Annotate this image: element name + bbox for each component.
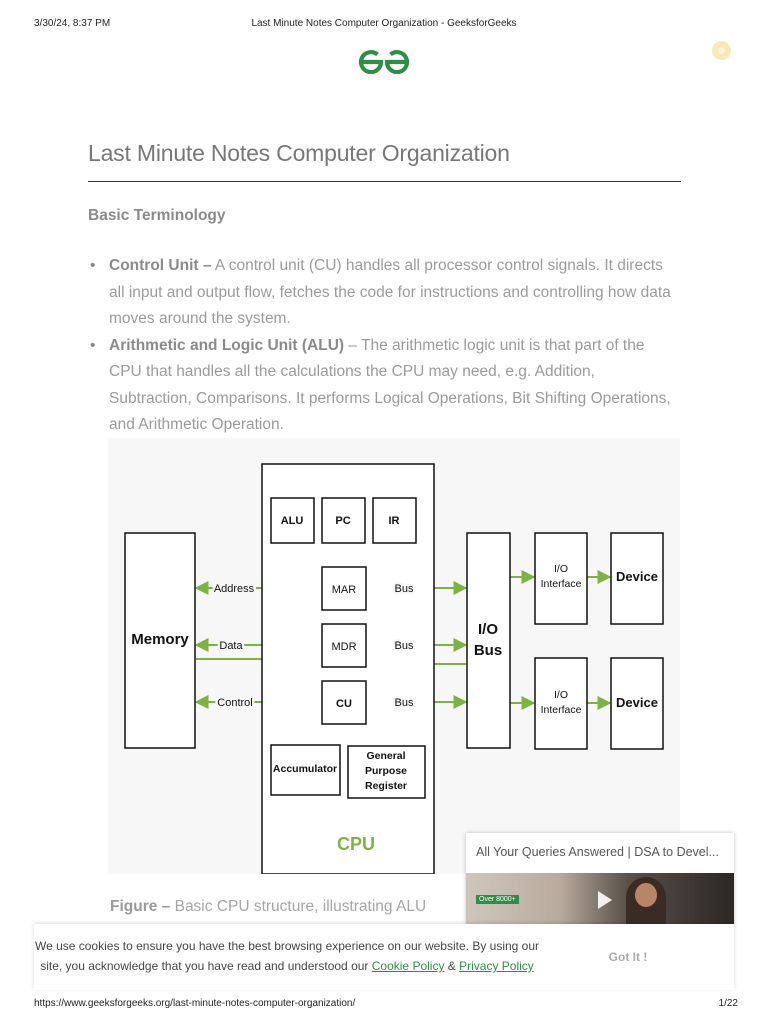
- page-title: Last Minute Notes Computer Organization: [88, 140, 510, 166]
- pc-label: PC: [335, 515, 350, 527]
- video-title[interactable]: All Your Queries Answered | DSA to Devel…: [476, 845, 719, 859]
- data-label: Data: [219, 640, 243, 652]
- gpr-box: [347, 745, 426, 799]
- mdr-box: [321, 623, 367, 668]
- video-thumbnail[interactable]: Over 8000+: [466, 873, 734, 925]
- cookie-ampersand: &: [444, 959, 460, 973]
- caption-text: Basic CPU structure, illustrating ALU: [170, 898, 427, 915]
- device-label: Device: [616, 695, 658, 710]
- cookie-message-text: We use cookies to ensure you have the be…: [34, 939, 540, 973]
- terminology-list: Control Unit – A control unit (CU) handl…: [88, 253, 676, 439]
- gpr-label-line: Register: [365, 780, 407, 792]
- term-text: A control unit (CU) handles all processo…: [109, 257, 671, 327]
- geeksforgeeks-logo[interactable]: [358, 48, 410, 74]
- io-interface-label-line: I/O: [554, 689, 568, 701]
- list-item: Control Unit – A control unit (CU) handl…: [88, 253, 676, 333]
- term-name: Control Unit –: [109, 257, 212, 274]
- cu-box: [321, 680, 367, 725]
- gpr-label-line: Purpose: [365, 765, 407, 777]
- caption-label: Figure –: [110, 898, 171, 915]
- bus-label: Bus: [395, 697, 414, 709]
- bus-label: Bus: [395, 583, 414, 595]
- ir-label: IR: [389, 515, 400, 527]
- got-it-button[interactable]: Got It !: [594, 946, 662, 968]
- cu-label: CU: [336, 698, 352, 710]
- memory-label: Memory: [131, 631, 189, 648]
- play-icon[interactable]: [598, 891, 612, 909]
- mdr-label: MDR: [331, 641, 356, 653]
- cpu-structure-diagram: Address Data Control Bus Bus Bus Memory …: [108, 438, 680, 874]
- term-text: – The arithmetic logic unit is that part…: [109, 336, 671, 434]
- accumulator-box: [270, 744, 341, 796]
- control-label: Control: [217, 697, 252, 709]
- mar-label: MAR: [332, 584, 357, 596]
- alu-box: [270, 497, 315, 544]
- mar-box: [321, 566, 367, 611]
- bus-label: Bus: [395, 640, 414, 652]
- print-header-title: Last Minute Notes Computer Organization …: [251, 18, 517, 29]
- ir-box: [372, 497, 417, 544]
- gpr-label-line: General: [366, 750, 405, 762]
- cookie-consent-bar: We use cookies to ensure you have the be…: [34, 924, 734, 990]
- cpu-label: CPU: [337, 834, 375, 854]
- thumbnail-badge: Over 8000+: [476, 895, 519, 904]
- list-item: Arithmetic and Logic Unit (ALU) – The ar…: [88, 333, 676, 439]
- io-interface-label-line: Interface: [541, 578, 582, 590]
- device-box: [610, 657, 664, 750]
- print-footer-page: 1/22: [718, 998, 738, 1009]
- presenter-image: [626, 877, 666, 925]
- io-interface-box: [534, 657, 588, 750]
- io-bus-label-line: Bus: [474, 642, 502, 659]
- io-interface-label-line: Interface: [541, 704, 582, 716]
- device-label: Device: [616, 569, 658, 584]
- cookie-message: We use cookies to ensure you have the be…: [34, 936, 540, 976]
- pc-box: [321, 497, 366, 544]
- cookie-policy-link[interactable]: Cookie Policy: [371, 959, 445, 973]
- sun-icon[interactable]: [712, 41, 731, 60]
- io-interface-label-line: I/O: [554, 563, 568, 575]
- accumulator-label: Accumulator: [273, 763, 337, 775]
- alu-label: ALU: [281, 515, 304, 527]
- memory-box: [124, 532, 196, 749]
- figure-caption: Figure – Basic CPU structure, illustrati…: [110, 898, 426, 916]
- address-label: Address: [214, 583, 255, 595]
- io-bus-box: [466, 532, 511, 749]
- term-name: Arithmetic and Logic Unit (ALU): [109, 336, 345, 354]
- print-header-date: 3/30/24, 8:37 PM: [34, 18, 111, 29]
- print-footer-url: https://www.geeksforgeeks.org/last-minut…: [34, 998, 356, 1009]
- device-box: [610, 532, 664, 625]
- video-promo-card[interactable]: All Your Queries Answered | DSA to Devel…: [466, 833, 734, 925]
- section-heading: Basic Terminology: [88, 207, 226, 224]
- title-divider: [88, 181, 681, 182]
- privacy-policy-link[interactable]: Privacy Policy: [459, 959, 534, 973]
- io-interface-box: [534, 532, 588, 625]
- io-bus-label-line: I/O: [478, 621, 498, 638]
